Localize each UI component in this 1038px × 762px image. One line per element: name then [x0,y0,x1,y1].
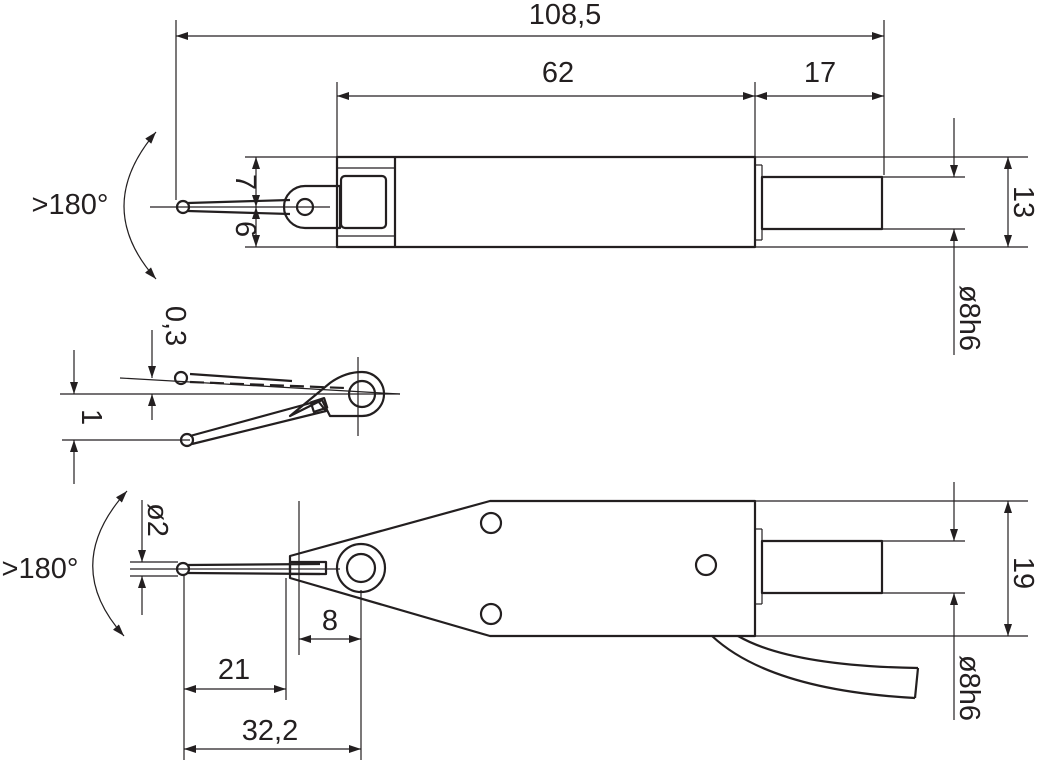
dim-stylus-gap: 0,3 [148,306,191,420]
middle-stylus-assembly [60,357,401,448]
swivel-angle-bottom-label: >180° [2,553,79,585]
bottom-stylus [130,560,340,577]
dim-body-length-label: 62 [542,57,574,89]
dim-tip-to-pivot-label: 32,2 [242,715,298,747]
dim-shaft-diameter-bottom-label: ø8h6 [953,655,985,721]
bottom-view: ø2 >180° 8 21 32,2 [2,482,1038,760]
dim-stylus-travel-label: 1 [75,409,107,425]
swivel-angle-bottom: >180° [2,490,128,637]
dim-housing-width: 19 [755,500,1038,637]
dim-stylus-travel: 1 [62,350,190,484]
dim-stylus-gap-label: 0,3 [159,306,191,346]
dim-pivot-distance: 8 [298,501,362,760]
dim-tip-to-pivot: 32,2 [184,715,361,753]
swivel-angle-top: >180° [32,131,157,280]
dim-shaft-length-label: 17 [804,57,836,89]
middle-view: 0,3 1 [60,306,401,484]
dim-shaft-diameter-top-label: ø8h6 [953,285,985,351]
dim-body-height: 13 [755,156,1038,248]
dim-ball-diameter: ø2 [130,500,178,615]
bottom-probe-housing [288,499,884,638]
dim-overall-length-label: 108,5 [529,0,602,31]
dim-offset-top-label: 7 [229,174,261,190]
dim-body-height-label: 13 [1007,186,1038,218]
top-probe-body [335,155,884,249]
dim-ball-diameter-label: ø2 [141,503,173,537]
top-view: 108,5 62 17 7 6 13 [32,0,1038,355]
dim-offset-bottom-label: 6 [229,221,261,237]
dim-shaft-length: 17 [755,57,884,100]
dim-body-length: 62 [336,57,756,157]
dim-offsets: 7 6 [229,156,337,248]
dim-housing-width-label: 19 [1007,557,1038,589]
dim-overall-length: 108,5 [175,0,885,200]
dim-pivot-distance-label: 8 [322,605,338,637]
swivel-angle-top-label: >180° [32,189,109,221]
dim-shaft-diameter-bottom: ø8h6 [882,482,985,721]
dim-stylus-length: 21 [183,576,287,760]
dim-stylus-length-label: 21 [218,654,250,686]
bottom-cable [711,635,920,700]
dim-shaft-diameter-top: ø8h6 [882,118,985,355]
top-stylus-arm [150,184,342,230]
